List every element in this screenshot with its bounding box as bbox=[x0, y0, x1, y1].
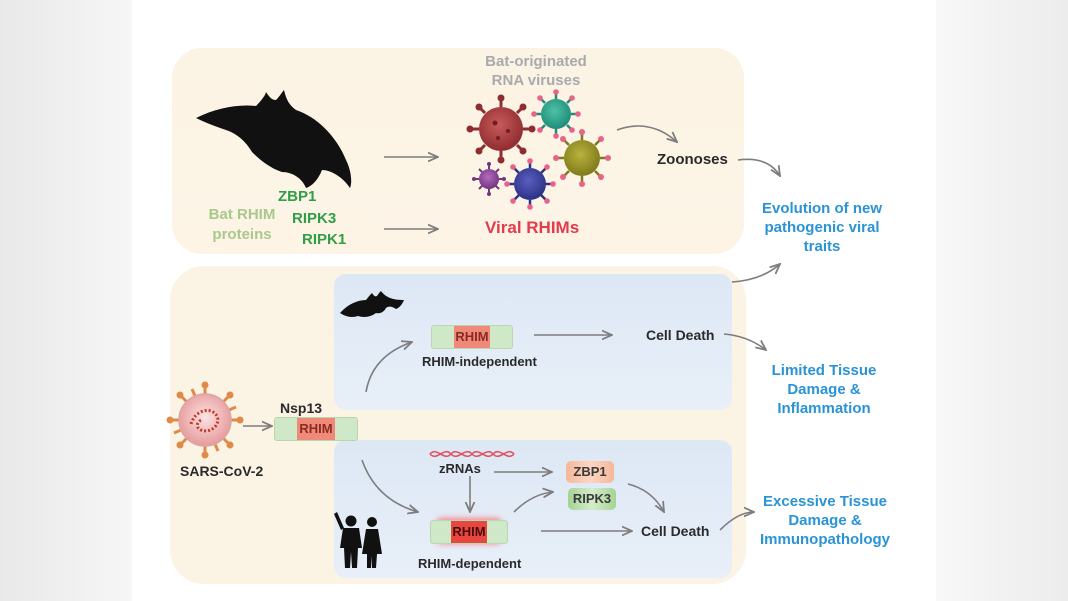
sars-cov-2-icon bbox=[166, 381, 244, 459]
rhim-domain-label: RHIM bbox=[451, 521, 487, 543]
bat-rhim-label: Bat RHIM proteins bbox=[196, 205, 288, 245]
virus-icon bbox=[466, 89, 611, 210]
rhim-independent-box bbox=[334, 274, 732, 410]
bat-rhim-line-1: Bat RHIM bbox=[208, 206, 276, 223]
viral-rhims-label: Viral RHIMs bbox=[485, 218, 580, 237]
rhim-dependent-domain: RHIM bbox=[430, 520, 508, 544]
zbp1-top-label: ZBP1 bbox=[278, 188, 317, 205]
top-arrows bbox=[384, 125, 780, 283]
nsp13-rhim-domain: RHIM bbox=[274, 417, 358, 441]
rhim-dependent-box bbox=[334, 440, 732, 578]
excessive-damage-label: Excessive Tissue Damage & Immunopatholog… bbox=[748, 492, 902, 549]
evolution-label: Evolution of new pathogenic viral traits bbox=[748, 199, 896, 256]
rhim-dependent-label: RHIM-dependent bbox=[418, 556, 522, 571]
cell-death-top-label: Cell Death bbox=[646, 327, 715, 343]
excessive-line-1: Excessive Tissue bbox=[763, 493, 887, 510]
rhim-domain-label: RHIM bbox=[454, 326, 490, 348]
limited-line-1: Limited Tissue bbox=[771, 362, 877, 379]
bat-viruses-line-1: Bat-originated bbox=[485, 53, 587, 70]
bat-viruses-label: Bat-originated RNA viruses bbox=[476, 52, 596, 90]
ripk3-box: RIPK3 bbox=[568, 488, 616, 510]
excessive-line-2: Damage & bbox=[788, 512, 862, 529]
rhim-independent-label: RHIM-independent bbox=[422, 354, 537, 369]
limited-line-2: Damage & bbox=[787, 381, 861, 398]
zbp1-box: ZBP1 bbox=[566, 461, 614, 483]
limited-damage-label: Limited Tissue Damage & Inflammation bbox=[764, 361, 884, 418]
evolution-line-1: Evolution of new bbox=[762, 200, 882, 217]
nsp13-label: Nsp13 bbox=[280, 400, 323, 416]
right-margin bbox=[936, 0, 1068, 601]
excessive-line-3: Immunopathology bbox=[760, 531, 890, 548]
bottom-arrows bbox=[243, 334, 766, 531]
limited-line-3: Inflammation bbox=[777, 400, 871, 417]
left-margin bbox=[0, 0, 132, 601]
evolution-line-3: traits bbox=[803, 238, 841, 255]
zrnas-label: zRNAs bbox=[439, 461, 481, 476]
bat-silhouette-icon bbox=[196, 90, 352, 188]
evolution-line-2: pathogenic viral bbox=[764, 219, 880, 236]
bat-viruses-line-2: RNA viruses bbox=[491, 72, 581, 89]
cell-death-bottom-label: Cell Death bbox=[641, 523, 710, 539]
rhim-domain-label: RHIM bbox=[297, 418, 335, 440]
zrna-helix-icon bbox=[429, 450, 515, 458]
bat-rhim-line-2: proteins bbox=[212, 226, 272, 243]
zoonoses-label: Zoonoses bbox=[657, 151, 728, 168]
ripk1-top-label: RIPK1 bbox=[302, 231, 347, 248]
ripk3-top-label: RIPK3 bbox=[292, 210, 337, 227]
small-bat-icon bbox=[340, 291, 404, 317]
human-figures-icon bbox=[334, 512, 382, 568]
sars-cov-2-label: SARS-CoV-2 bbox=[180, 463, 264, 479]
rhim-independent-domain: RHIM bbox=[431, 325, 513, 349]
